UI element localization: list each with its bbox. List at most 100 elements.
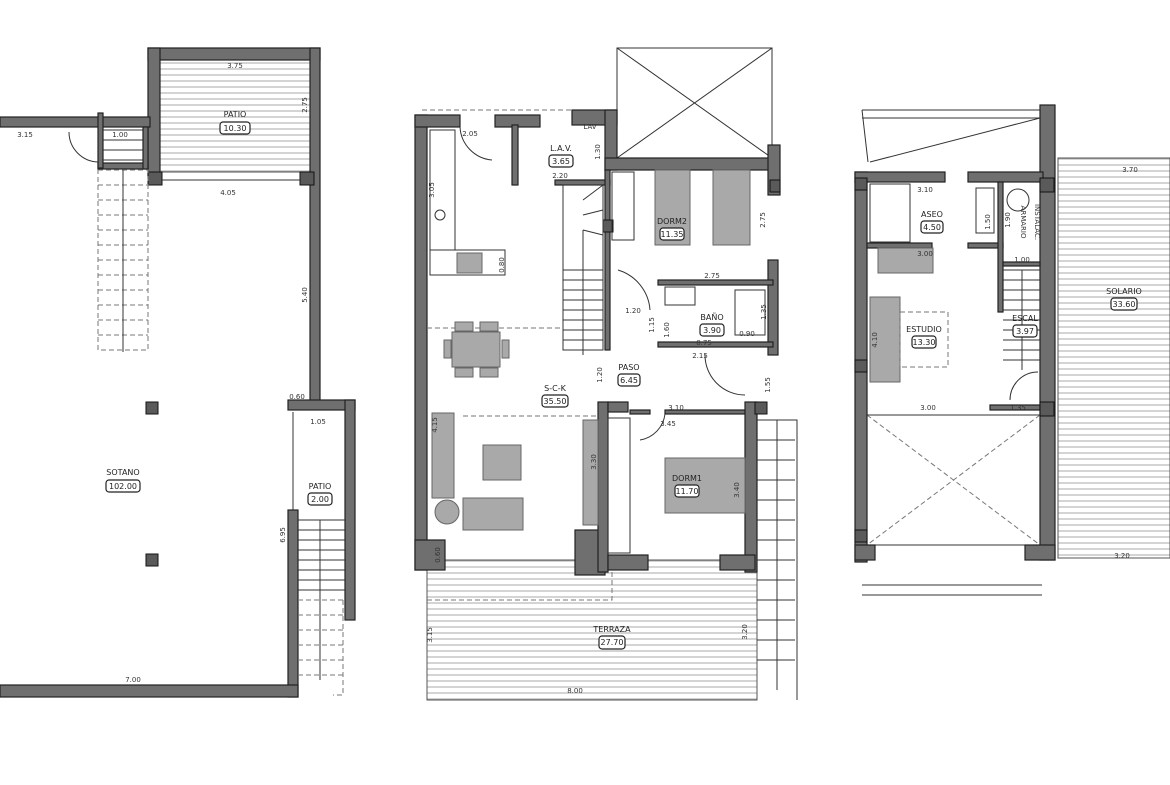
- area-box: [598, 635, 626, 650]
- room-label: PATIO: [224, 110, 247, 119]
- dimension: 1.20: [625, 307, 641, 315]
- side-table: [434, 499, 460, 525]
- column: [769, 179, 781, 193]
- dimension: 2.75: [759, 212, 767, 228]
- area-box: [105, 479, 141, 493]
- dimension: 2.75: [704, 272, 720, 280]
- cooktop: [456, 252, 483, 274]
- wall: [0, 116, 151, 128]
- sink: [434, 209, 446, 221]
- wall: [414, 114, 428, 571]
- wall: [287, 509, 299, 698]
- dimension: 3.15: [17, 131, 33, 139]
- dimension: 1.05: [310, 418, 326, 426]
- room-label: TERRAZA: [592, 625, 631, 634]
- chair: [454, 367, 474, 378]
- wardrobe: [607, 417, 631, 554]
- armario-label: INSTALAC.: [1033, 204, 1041, 240]
- room-label: BAÑO: [700, 312, 723, 322]
- dimension: 8.00: [567, 687, 583, 695]
- dimension: 3.20: [741, 624, 749, 640]
- room-area: 11.70: [676, 487, 699, 496]
- wall: [657, 279, 774, 286]
- wall: [629, 409, 651, 415]
- dimension: 3.05: [428, 182, 436, 198]
- dimension: 2.05: [462, 130, 478, 138]
- stair-steps: [103, 129, 143, 161]
- wall: [604, 169, 611, 351]
- chair: [501, 339, 510, 359]
- railing: [862, 584, 1042, 596]
- sofa: [869, 296, 901, 383]
- basement-plan: PATIO 10.30 SOTANO 102.00 PATIO 2.00 3.7…: [0, 47, 356, 698]
- wall: [147, 47, 161, 179]
- dimension: 2.75: [301, 97, 309, 113]
- column: [147, 171, 163, 186]
- column: [854, 177, 868, 191]
- dimension: 3.10: [917, 186, 933, 194]
- armario-label: ARMARIO: [1019, 206, 1027, 239]
- room-area: 2.00: [311, 495, 329, 504]
- area-box: [659, 227, 685, 241]
- door-swing: [1009, 371, 1039, 401]
- dimension: 1.55: [764, 377, 772, 393]
- wall: [607, 401, 629, 413]
- wall: [1002, 261, 1041, 267]
- roof-edge: [861, 109, 1041, 163]
- water-heater: [1006, 188, 1030, 212]
- dimension: 0.75: [696, 339, 712, 347]
- dimension: 1.15: [648, 317, 656, 333]
- dimension: 1.00: [112, 131, 128, 139]
- chair: [479, 367, 499, 378]
- wall: [97, 112, 104, 169]
- area-box: [548, 154, 574, 168]
- wall: [967, 171, 1044, 183]
- dimension: 1.35: [1010, 404, 1026, 412]
- room-area: 102.00: [109, 482, 137, 491]
- dimension: 4.15: [431, 417, 439, 433]
- dimension: 3.10: [668, 404, 684, 412]
- bathtub: [664, 286, 696, 306]
- dimension: 6.95: [279, 527, 287, 543]
- room-label: DORM1: [672, 474, 702, 483]
- area-box: [541, 394, 569, 408]
- room-area: 35.50: [544, 397, 567, 406]
- wall: [854, 171, 946, 183]
- dimension: 1.50: [984, 214, 992, 230]
- wall: [854, 544, 876, 561]
- wall: [511, 124, 519, 186]
- bed: [712, 169, 751, 246]
- wall: [1024, 544, 1056, 561]
- column: [754, 401, 768, 415]
- wall: [744, 401, 758, 573]
- room-area: 3.97: [1016, 327, 1034, 336]
- dimension: 3.20: [1114, 552, 1130, 560]
- solarium-hatch: [1057, 157, 1170, 559]
- room-area: 33.60: [1113, 300, 1136, 309]
- dimension: 1.90: [1004, 212, 1012, 228]
- wall: [604, 157, 776, 171]
- room-area: 11.35: [661, 230, 684, 239]
- void-cross: [616, 47, 773, 159]
- wall: [142, 126, 149, 170]
- dimension: 3.40: [733, 482, 741, 498]
- dimension: 0.80: [498, 257, 506, 273]
- dimension: 4.05: [220, 189, 236, 197]
- rug-outline: [899, 311, 949, 368]
- wall: [554, 179, 611, 186]
- wall: [719, 554, 756, 571]
- dimension: 3.45: [660, 420, 676, 428]
- room-label: DORM2: [657, 217, 687, 226]
- area-box: [920, 220, 944, 234]
- dimension: 3.15: [426, 627, 434, 643]
- area-box: [617, 373, 641, 387]
- column: [299, 171, 315, 186]
- kitchen-island: [429, 249, 506, 276]
- area-box: [307, 492, 333, 506]
- area-box: [911, 335, 937, 349]
- dimension: 2.15: [692, 352, 708, 360]
- room-label: SOTANO: [106, 468, 139, 477]
- dimension: 1.20: [596, 367, 604, 383]
- wall: [344, 399, 356, 621]
